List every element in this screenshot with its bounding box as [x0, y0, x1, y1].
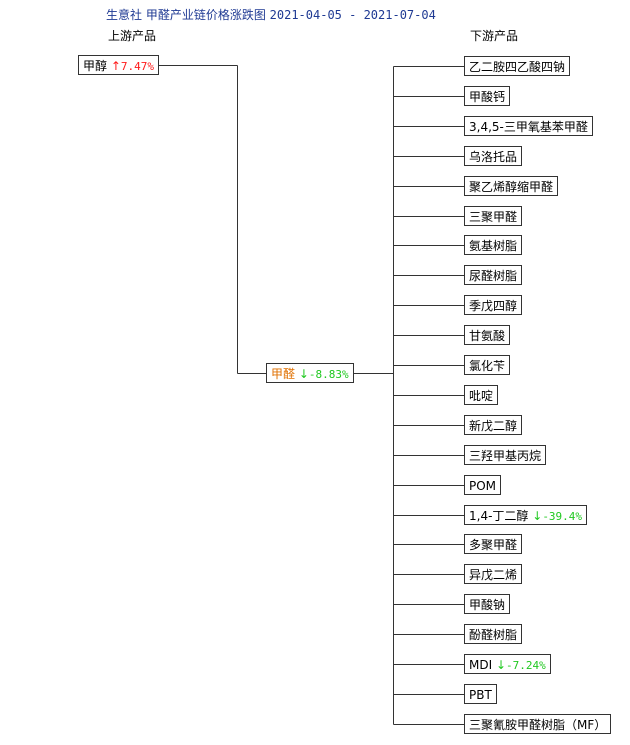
node-name: 氯化苄 [469, 359, 506, 373]
downstream-node[interactable]: 新戊二醇 [464, 415, 523, 435]
downstream-node[interactable]: 氨基树脂 [464, 235, 523, 255]
node-name: 3,4,5-三甲氧基苯甲醛 [469, 120, 588, 134]
node-name: 甲酸钠 [469, 598, 506, 612]
node-name: 异戊二烯 [469, 568, 518, 582]
node-name: 尿醛树脂 [469, 269, 518, 283]
downstream-node[interactable]: 异戊二烯 [464, 564, 523, 584]
node-name: 甲醛 [271, 367, 296, 381]
downstream-node[interactable]: 尿醛树脂 [464, 265, 523, 285]
node-name: 乙二胺四乙酸四钠 [469, 60, 566, 74]
chart-title: 生意社 甲醛产业链价格涨跌图 2021-04-05 - 2021-07-04 [106, 6, 436, 24]
down-arrow-icon: ↓ [298, 367, 309, 381]
node-name: MDI [469, 658, 493, 672]
downstream-node[interactable]: 甘氨酸 [464, 325, 511, 345]
node-name: 聚乙烯醇缩甲醛 [469, 180, 554, 194]
upstream-node-methanol[interactable]: 甲醇 ↑7.47% [78, 55, 160, 75]
date-range: 2021-04-05 - 2021-07-04 [269, 8, 436, 22]
downstream-node[interactable]: 乙二胺四乙酸四钠 [464, 56, 571, 76]
price-change: 7.47% [120, 60, 155, 73]
node-name: 多聚甲醛 [469, 538, 518, 552]
node-name: 吡啶 [469, 389, 494, 403]
downstream-node[interactable]: 氯化苄 [464, 355, 511, 375]
node-name: 氨基树脂 [469, 239, 518, 253]
node-name: 三羟甲基丙烷 [469, 449, 542, 463]
downstream-node[interactable]: 3,4,5-三甲氧基苯甲醛 [464, 116, 593, 136]
node-name: 乌洛托品 [469, 150, 518, 164]
downstream-node[interactable]: 1,4-丁二醇 ↓-39.4% [464, 505, 588, 525]
node-name: 三聚氰胺甲醛树脂（MF） [469, 718, 607, 732]
downstream-node[interactable]: 三羟甲基丙烷 [464, 445, 547, 465]
downstream-node[interactable]: 吡啶 [464, 385, 499, 405]
downstream-node[interactable]: 聚乙烯醇缩甲醛 [464, 176, 559, 196]
down-arrow-icon: ↓ [495, 658, 507, 672]
downstream-node[interactable]: 三聚甲醛 [464, 206, 523, 226]
node-name: POM [469, 479, 497, 493]
price-change: -7.24% [506, 659, 546, 672]
downstream-node[interactable]: 甲酸钠 [464, 594, 511, 614]
downstream-node[interactable]: 多聚甲醛 [464, 534, 523, 554]
downstream-node[interactable]: MDI ↓-7.24% [464, 654, 551, 674]
price-change: -8.83% [308, 368, 349, 381]
upstream-label: 上游产品 [108, 29, 157, 43]
node-name: 甘氨酸 [469, 329, 506, 343]
downstream-node[interactable]: 三聚氰胺甲醛树脂（MF） [464, 714, 612, 734]
node-name: 酚醛树脂 [469, 628, 518, 642]
downstream-node[interactable]: PBT [464, 684, 497, 704]
down-arrow-icon: ↓ [532, 509, 543, 523]
up-arrow-icon: ↑ [110, 59, 121, 73]
node-name: PBT [469, 688, 492, 702]
downstream-node[interactable]: 酚醛树脂 [464, 624, 523, 644]
price-change: -39.4% [542, 510, 583, 523]
node-name: 三聚甲醛 [469, 210, 518, 224]
chart-title-text: 生意社 甲醛产业链价格涨跌图 [106, 8, 266, 22]
downstream-node[interactable]: 乌洛托品 [464, 146, 523, 166]
downstream-node[interactable]: 甲酸钙 [464, 86, 511, 106]
node-name: 甲酸钙 [469, 90, 506, 104]
node-name: 季戊四醇 [469, 299, 518, 313]
downstream-label: 下游产品 [470, 29, 519, 43]
downstream-node[interactable]: POM [464, 475, 502, 495]
center-node-formaldehyde[interactable]: 甲醛 ↓-8.83% [266, 363, 354, 383]
downstream-node[interactable]: 季戊四醇 [464, 295, 523, 315]
node-name: 甲醇 [83, 59, 108, 73]
node-name: 新戊二醇 [469, 419, 518, 433]
node-name: 1,4-丁二醇 [469, 509, 529, 523]
